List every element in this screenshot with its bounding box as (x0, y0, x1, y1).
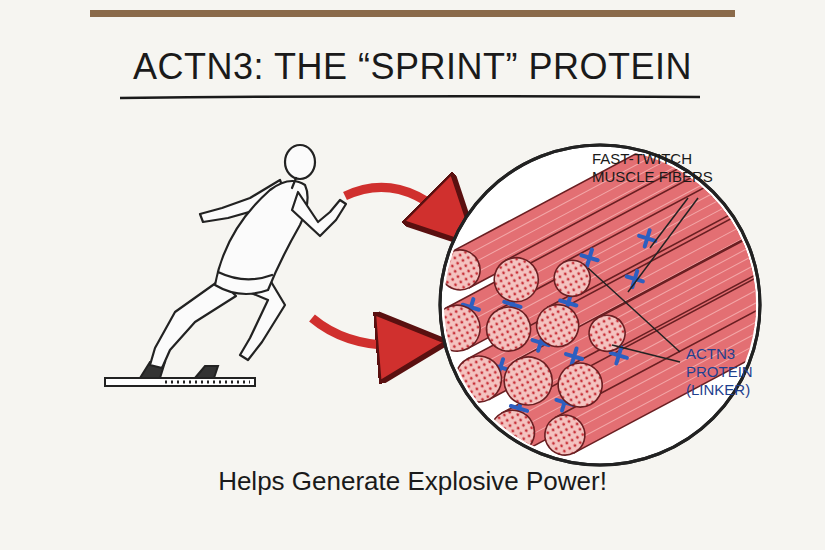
title-underline (120, 96, 700, 98)
flow-arrow (345, 187, 452, 222)
part-label: FAST-TWITCH MUSCLE FIBERS (592, 150, 747, 186)
title: ACTN3: THE “SPRINT” PROTEIN (0, 46, 825, 88)
leader-line (588, 198, 698, 362)
starting-block (105, 362, 255, 386)
caption: Helps Generate Explosive Power! (0, 466, 825, 497)
flow-arrow (312, 318, 412, 346)
sprinter-figure (150, 145, 346, 368)
part-label: ACTN3 PROTEIN (LINKER) (686, 345, 770, 399)
top-bar (90, 10, 735, 17)
